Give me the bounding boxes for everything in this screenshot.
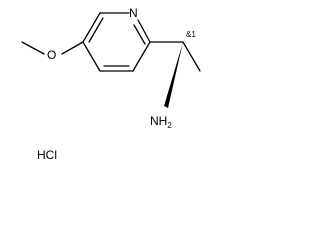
oxygen-label: O [47,48,56,62]
amine-label-subscript: 2 [167,121,172,130]
salt-label: HCl [37,148,57,162]
stereo-flag-label: &1 [186,30,196,39]
bond-c4-o [61,41,84,55]
bond-chiral-methyl [182,41,201,72]
bond-o-ch3 [21,41,45,55]
stereo-wedge-bond [164,42,183,108]
ethylamine-chain [149,41,201,108]
methoxy-group [21,41,84,55]
chemical-structure: N O &1 NH2 HCl [21,6,201,162]
bond-c5-c6 [82,12,101,43]
bond-n1-c2 [137,19,151,43]
pyridine-ring [82,12,151,72]
bond-c5-c6-double [88,17,104,43]
nitrogen-ring-label: N [129,6,138,20]
bond-n1-c2-double [133,24,146,45]
bond-c2-c3 [132,41,151,72]
bond-c4-c5 [82,41,101,72]
amine-label: NH2 [150,114,172,130]
amine-label-main: NH [150,114,167,128]
